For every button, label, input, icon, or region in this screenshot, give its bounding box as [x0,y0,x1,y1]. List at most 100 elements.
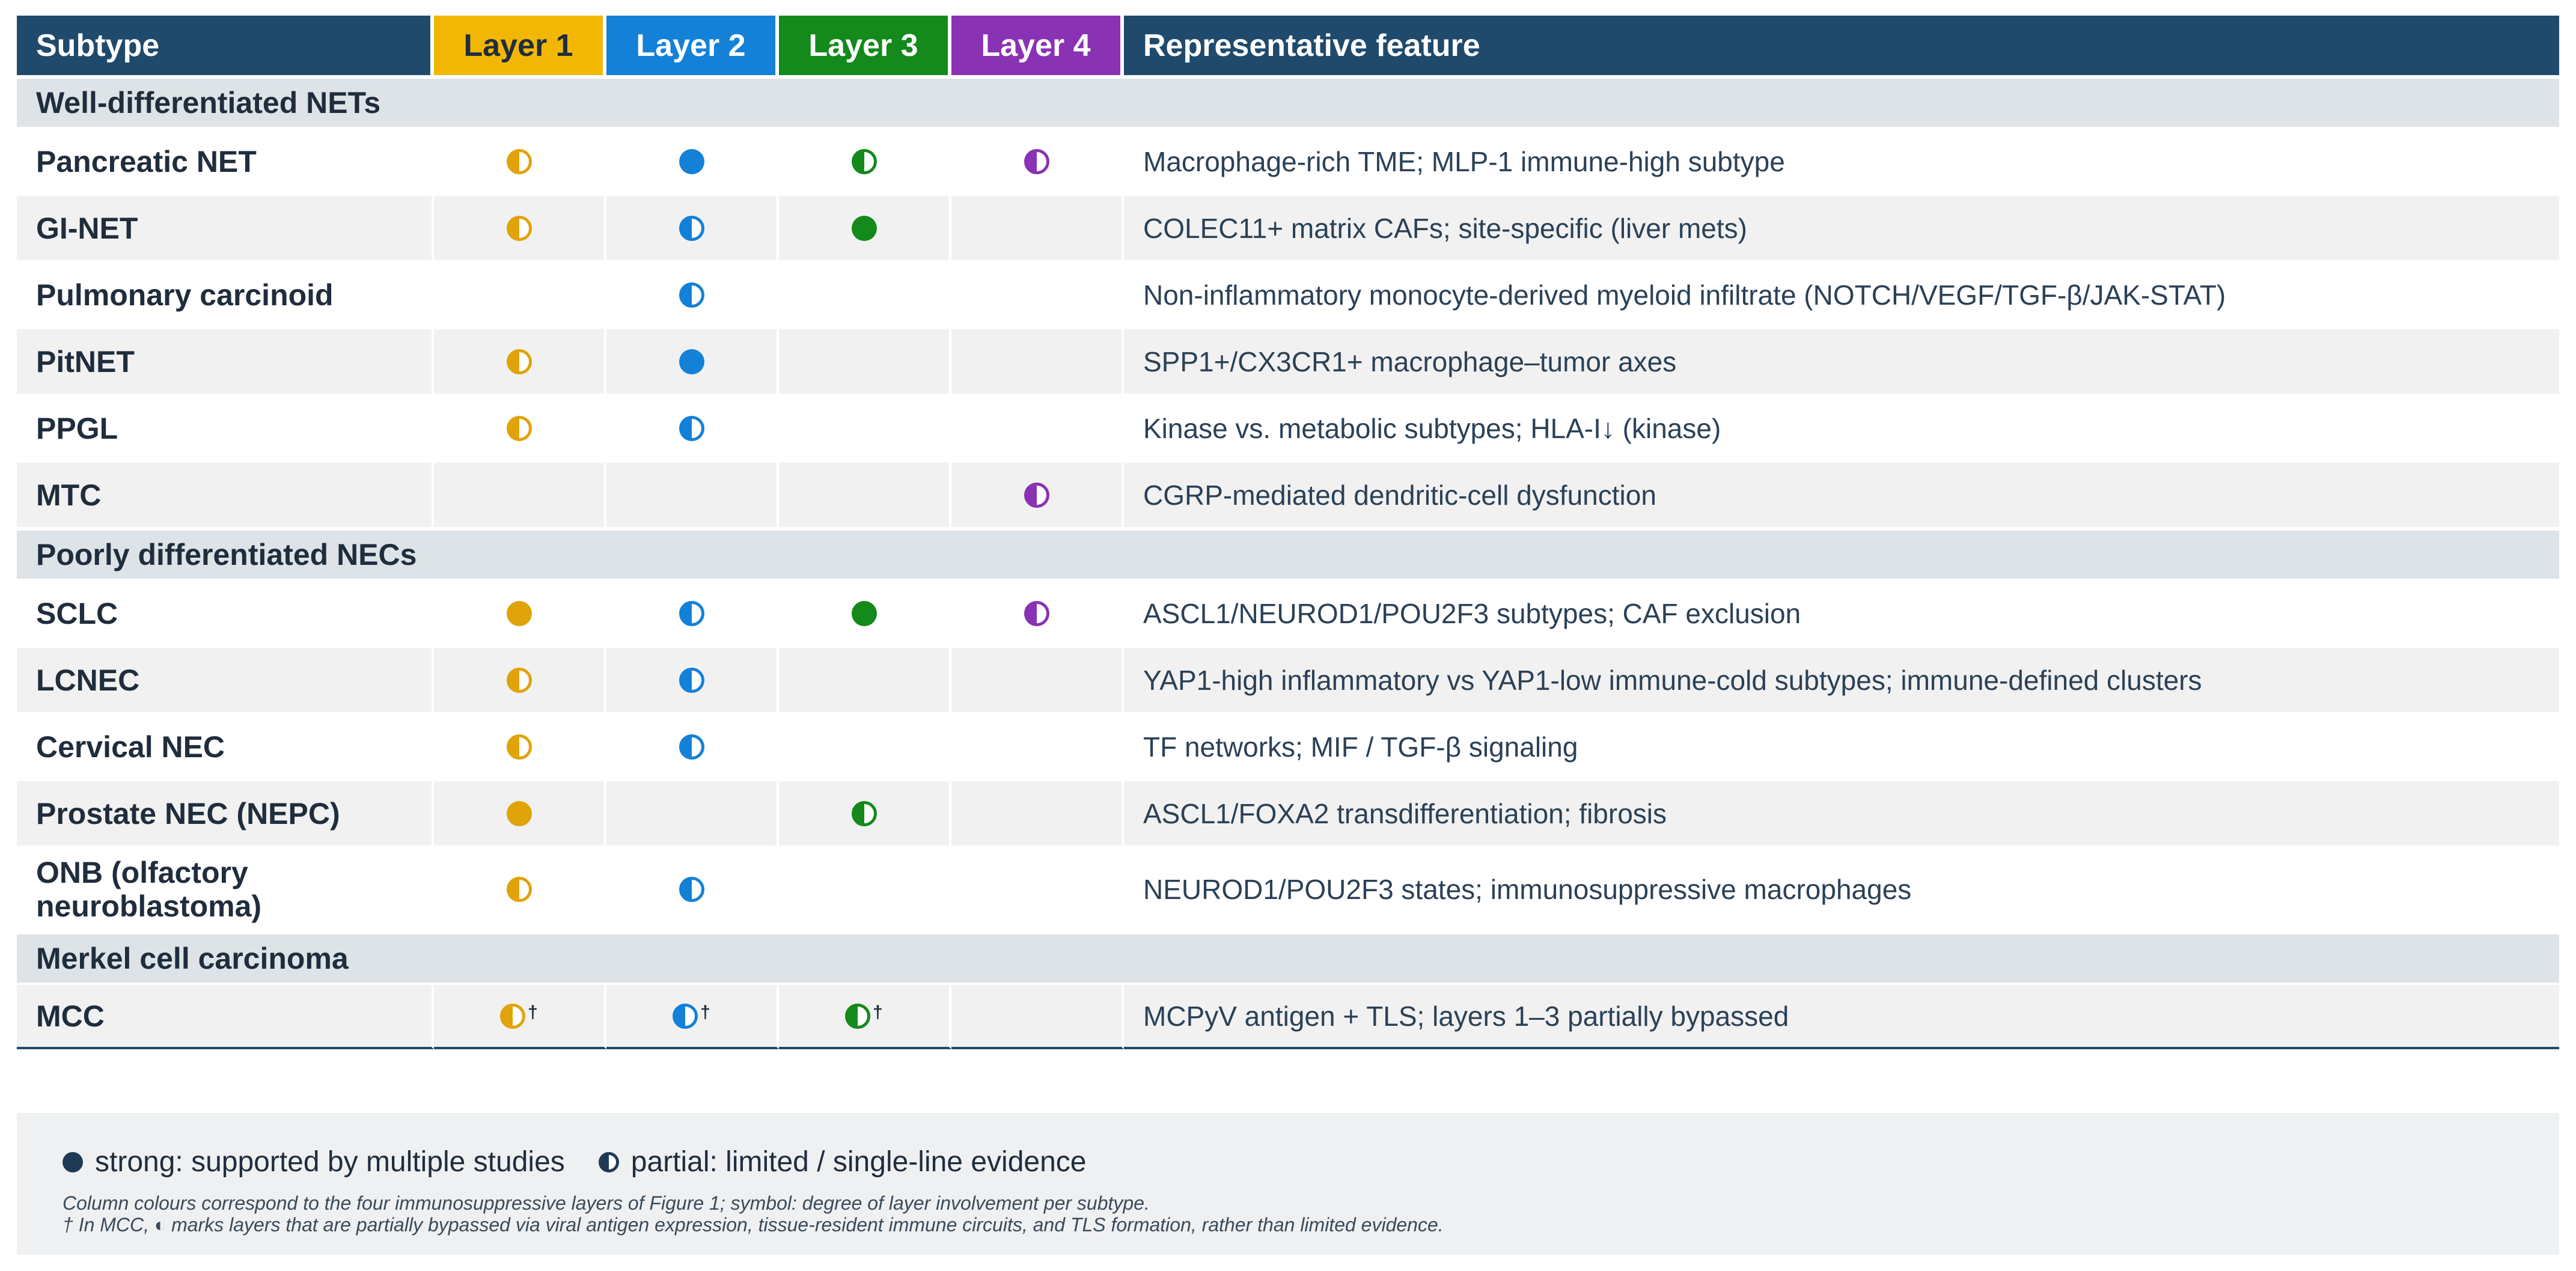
layer-3-cell [779,127,951,194]
layer-1-cell [434,394,606,460]
half-dot-icon [679,600,704,626]
half-dot-icon [506,215,532,241]
section-row: Merkel cell carcinoma [17,931,2559,983]
layer-3-cell [779,260,951,327]
half-dot-icon [679,282,704,308]
layer-3-cell [779,846,951,931]
half-dot-icon [500,1003,526,1029]
subtype-cell: MTC [17,460,434,527]
legend-partial: partial: limited / single-line evidence [598,1145,1086,1178]
layer-4-cell [951,260,1124,327]
subtype-cell: MCC [17,983,434,1049]
layer-4-cell [951,327,1124,394]
strong-dot-icon [679,349,704,374]
table-row: Prostate NEC (NEPC)ASCL1/FOXA2 transdiff… [17,779,2559,846]
layer-2-cell [606,194,779,260]
half-dot-icon [506,349,532,374]
feature-cell: MCPyV antigen + TLS; layers 1–3 partiall… [1124,983,2559,1049]
feature-cell: ASCL1/NEUROD1/POU2F3 subtypes; CAF exclu… [1124,579,2559,645]
half-dot-icon [673,1003,698,1029]
layer-4-cell [951,194,1124,260]
table-row: Pulmonary carcinoid Non-inflammatory mono… [17,260,2559,327]
legend-items: strong: supported by multiple studies pa… [63,1145,1120,1178]
header-layer-4: Layer 4 [951,16,1124,75]
subtype-cell: LCNEC [17,645,434,712]
half-dot-icon [679,877,704,902]
table-row: ONB (olfactory neuroblastoma)NEUROD1/POU… [17,846,2559,931]
layer-2-cell [606,645,779,712]
strong-dot-icon [679,148,704,174]
header-layer-2: Layer 2 [606,16,779,75]
section-title: Well-differentiated NETs [17,75,2559,127]
subtype-cell: ONB (olfactory neuroblastoma) [17,846,434,931]
layer-1-cell [434,260,606,327]
strong-dot-icon [63,1151,83,1172]
layer-4-cell [951,846,1124,931]
half-dot-icon [506,148,532,174]
half-dot-icon [679,415,704,441]
layer-3-cell [779,194,951,260]
half-dot-icon [1024,482,1049,508]
half-dot-icon [506,415,532,441]
feature-cell: Non-inflammatory monocyte-derived myeloi… [1124,260,2559,327]
section-row: Well-differentiated NETs [17,75,2559,127]
table-row: Cervical NEC TF networks; MIF / TGF-β sig… [17,712,2559,779]
layer-4-cell [951,712,1124,779]
legend-strong-label: strong: supported by multiple studies [95,1146,565,1178]
header-subtype: Subtype [17,16,434,75]
section-title: Poorly differentiated NECs [17,527,2559,579]
layer-1-cell [434,645,606,712]
layer-2-cell [606,460,779,527]
subtype-layer-table: Subtype Layer 1 Layer 2 Layer 3 Layer 4 … [17,16,2559,1049]
layer-2-cell [606,579,779,645]
subtype-cell: Cervical NEC [17,712,434,779]
feature-cell: SPP1+/CX3CR1+ macrophage–tumor axes [1124,327,2559,394]
half-dot-icon [679,215,704,241]
feature-cell: COLEC11+ matrix CAFs; site-specific (liv… [1124,194,2559,260]
layer-2-cell: † [606,983,779,1049]
layer-4-cell [951,645,1124,712]
subtype-cell: PPGL [17,394,434,460]
subtype-cell: PitNET [17,327,434,394]
half-dot-icon [506,877,532,902]
half-dot-icon [506,734,532,760]
table-row: PitNET SPP1+/CX3CR1+ macrophage–tumor axe… [17,327,2559,394]
table-row: MCC†††MCPyV antigen + TLS; layers 1–3 pa… [17,983,2559,1049]
half-dot-icon [679,667,704,693]
header-layer-1: Layer 1 [434,16,606,75]
layer-2-cell [606,260,779,327]
layer-1-cell [434,460,606,527]
layer-3-cell [779,460,951,527]
strong-dot-icon [851,215,877,241]
layer-3-cell [779,712,951,779]
feature-cell: TF networks; MIF / TGF-β signaling [1124,712,2559,779]
table-header-row: Subtype Layer 1 Layer 2 Layer 3 Layer 4 … [17,16,2559,75]
layer-3-cell [779,394,951,460]
layer-2-cell [606,846,779,931]
layer-1-cell [434,194,606,260]
layer-2-cell [606,712,779,779]
legend-note-colours: Column colours correspond to the four im… [63,1192,1150,1214]
dagger-mark: † [700,1002,710,1022]
half-dot-icon [1024,148,1049,174]
half-dot-icon [845,1003,871,1029]
half-dot-icon [851,800,877,826]
half-dot-icon [851,148,877,174]
header-layer-3: Layer 3 [779,16,951,75]
layer-3-cell [779,579,951,645]
legend-note-mcc: † In MCC, ◐ marks layers that are partia… [63,1214,1444,1236]
layer-4-cell [951,779,1124,846]
layer-2-cell [606,327,779,394]
subtype-cell: Pulmonary carcinoid [17,260,434,327]
strong-dot-icon [506,600,532,626]
layer-4-cell [951,460,1124,527]
layer-1-cell [434,846,606,931]
strong-dot-icon [851,600,877,626]
